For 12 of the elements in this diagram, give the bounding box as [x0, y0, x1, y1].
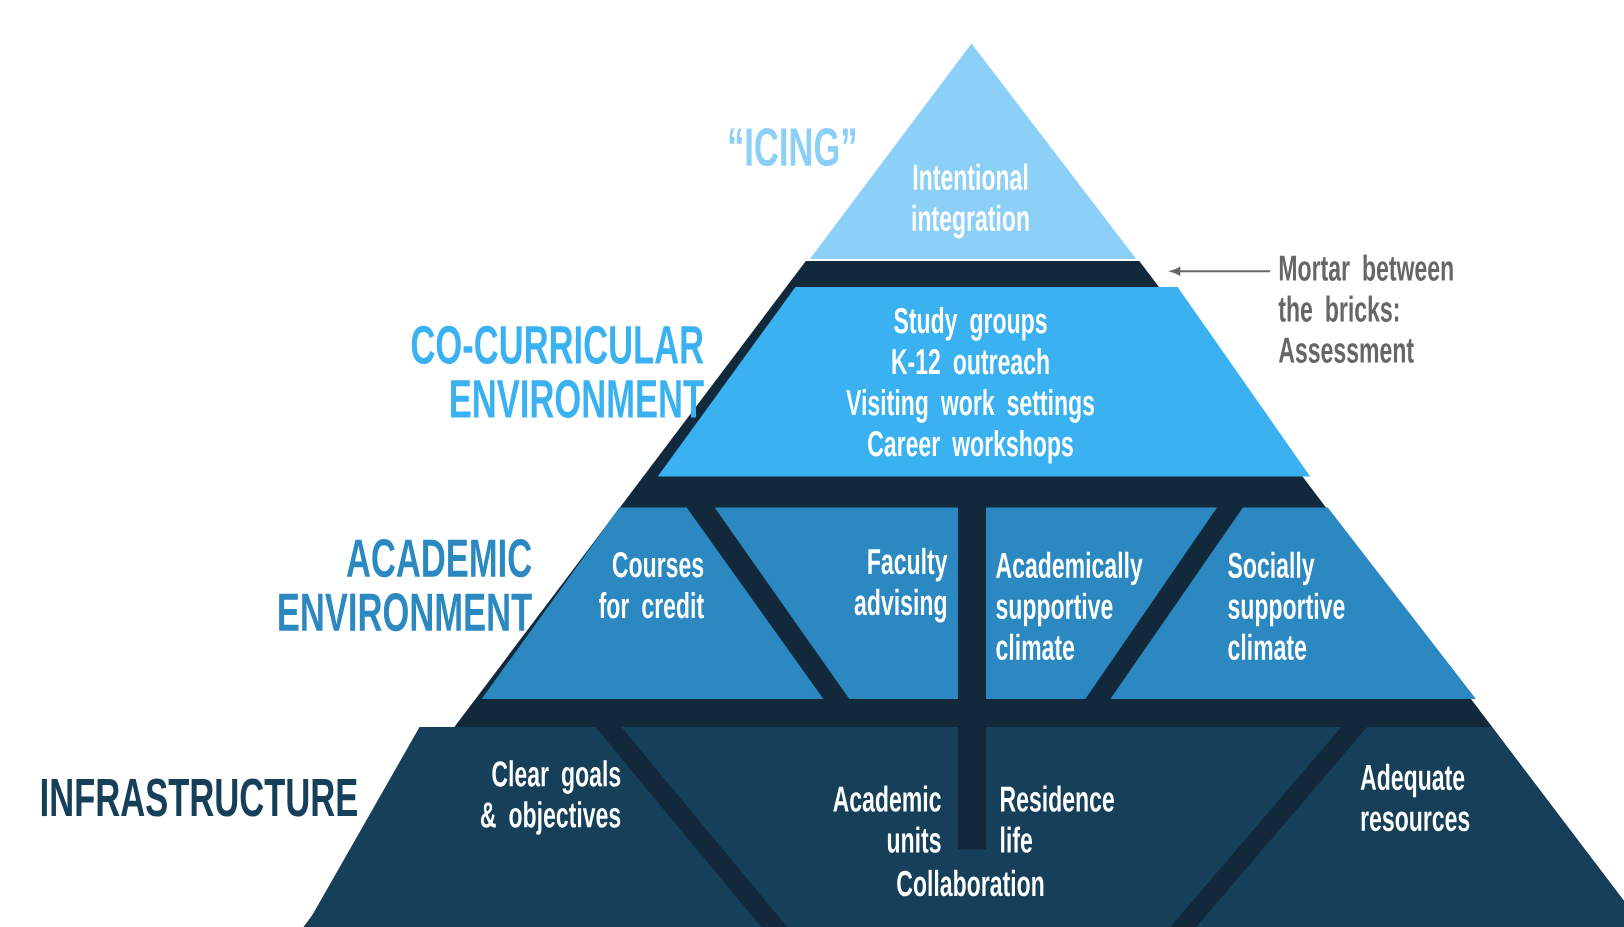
brick: Adequate resources: [1196, 727, 1624, 927]
node-label: Collaboration: [897, 869, 1044, 897]
node-label: Academic units: [833, 785, 941, 853]
node-label: Clear goals & objectives: [480, 760, 621, 835]
node-label: Adequate resources: [1360, 763, 1470, 832]
node-label: Residence life: [1001, 785, 1114, 853]
leader-arrow: [1171, 267, 1272, 276]
node-label: Socially supportive climate: [1228, 551, 1345, 661]
node-label: Faculty advising: [854, 547, 948, 623]
brick: Academic units Residence life Collaboration: [621, 727, 1342, 927]
node-label: Courses for credit: [599, 551, 704, 619]
brick: Faculty advising: [714, 507, 958, 700]
